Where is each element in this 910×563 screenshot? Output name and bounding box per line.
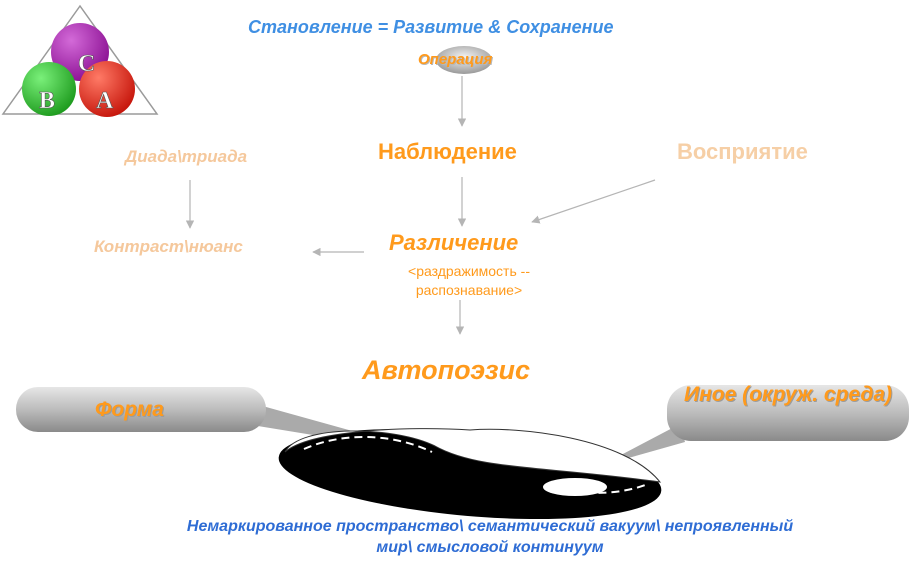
logo-ball-b	[22, 62, 76, 116]
form-label: Форма	[95, 398, 164, 421]
contrast-nuance-label: Контраст\нюанс	[94, 237, 243, 256]
dyad-triad-label: Диада\триада	[125, 147, 248, 166]
perception-label: Восприятие	[677, 139, 808, 164]
operation-badge	[436, 46, 492, 74]
arrow-perception-distinction	[531, 179, 656, 224]
cba-logo: C B A	[1, 4, 159, 117]
form-callout	[16, 387, 266, 432]
observation-label: Наблюдение	[378, 139, 517, 164]
irritability-recognition-label: <раздражимость -- распознавание>	[408, 263, 530, 298]
logo-letter-a: A	[96, 88, 114, 114]
operation-label: Операция	[418, 51, 493, 68]
other-callout	[667, 385, 909, 441]
bottom-caption: Немаркированное пространство\ семантичес…	[186, 518, 794, 556]
autopoiesis-label: Автопоэзис	[362, 355, 531, 385]
other-environment-label: Иное (окруж. среда)	[683, 383, 893, 406]
logo-ball-a	[79, 61, 135, 117]
page-title: Становление = Развитие & Сохранение	[248, 17, 614, 37]
logo-letter-b: B	[39, 88, 55, 114]
yin-yang-symbol	[278, 428, 662, 520]
logo-letter-c: C	[78, 51, 95, 77]
distinction-label: Различение	[389, 230, 519, 255]
